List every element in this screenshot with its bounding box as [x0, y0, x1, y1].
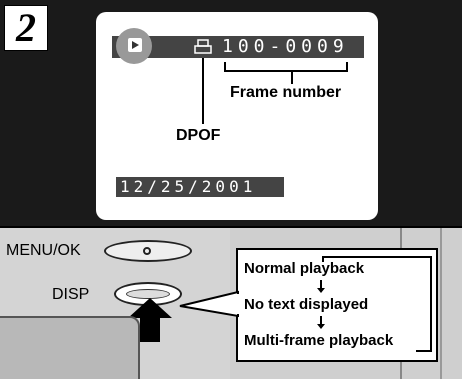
menu-ok-button[interactable] — [104, 240, 192, 262]
play-icon — [116, 28, 152, 64]
menu-ok-center-icon — [143, 247, 151, 255]
print-dpof-icon — [194, 39, 212, 54]
camera-back: MENU/OK DISP Normal playback No text dis… — [0, 226, 462, 379]
frame-number-display: 100-0009 — [222, 36, 349, 57]
play-triangle — [128, 38, 142, 52]
frame-number-label: Frame number — [230, 84, 342, 101]
date-display: 12/25/2001 — [120, 177, 257, 196]
frame-number-pointer — [291, 72, 293, 84]
camera-edge-outer — [440, 228, 442, 379]
lcd-screen: 100-0009 Frame number DPOF 12/25/2001 — [96, 12, 378, 220]
display-mode-flow: Normal playback No text displayed Multi-… — [236, 248, 438, 362]
menu-ok-label: MENU/OK — [6, 242, 81, 259]
step-number: 2 — [16, 5, 36, 50]
dpof-pointer — [202, 58, 204, 124]
down-arrow-icon — [317, 316, 325, 329]
loop-line-entry — [322, 256, 324, 262]
loop-line-bottom — [416, 350, 426, 352]
disp-button-face — [126, 289, 170, 299]
lcd-illustration-panel: 2 100-0009 Frame number DPOF 12/25/2001 — [0, 0, 462, 226]
mode-normal-playback: Normal playback — [244, 260, 365, 277]
date-bar — [116, 177, 284, 197]
frame-number-bracket — [224, 62, 348, 72]
camera-panel — [0, 316, 140, 379]
mode-no-text: No text displayed — [244, 296, 369, 313]
loop-line-side — [424, 256, 432, 352]
dpof-label: DPOF — [176, 127, 221, 144]
info-bar — [112, 36, 364, 58]
disp-label: DISP — [52, 286, 90, 303]
mode-multi-frame: Multi-frame playback — [244, 332, 394, 349]
press-arrow-icon — [128, 298, 172, 342]
down-arrow-icon — [317, 280, 325, 293]
loop-line-top — [322, 256, 426, 258]
step-badge: 2 — [4, 5, 48, 51]
